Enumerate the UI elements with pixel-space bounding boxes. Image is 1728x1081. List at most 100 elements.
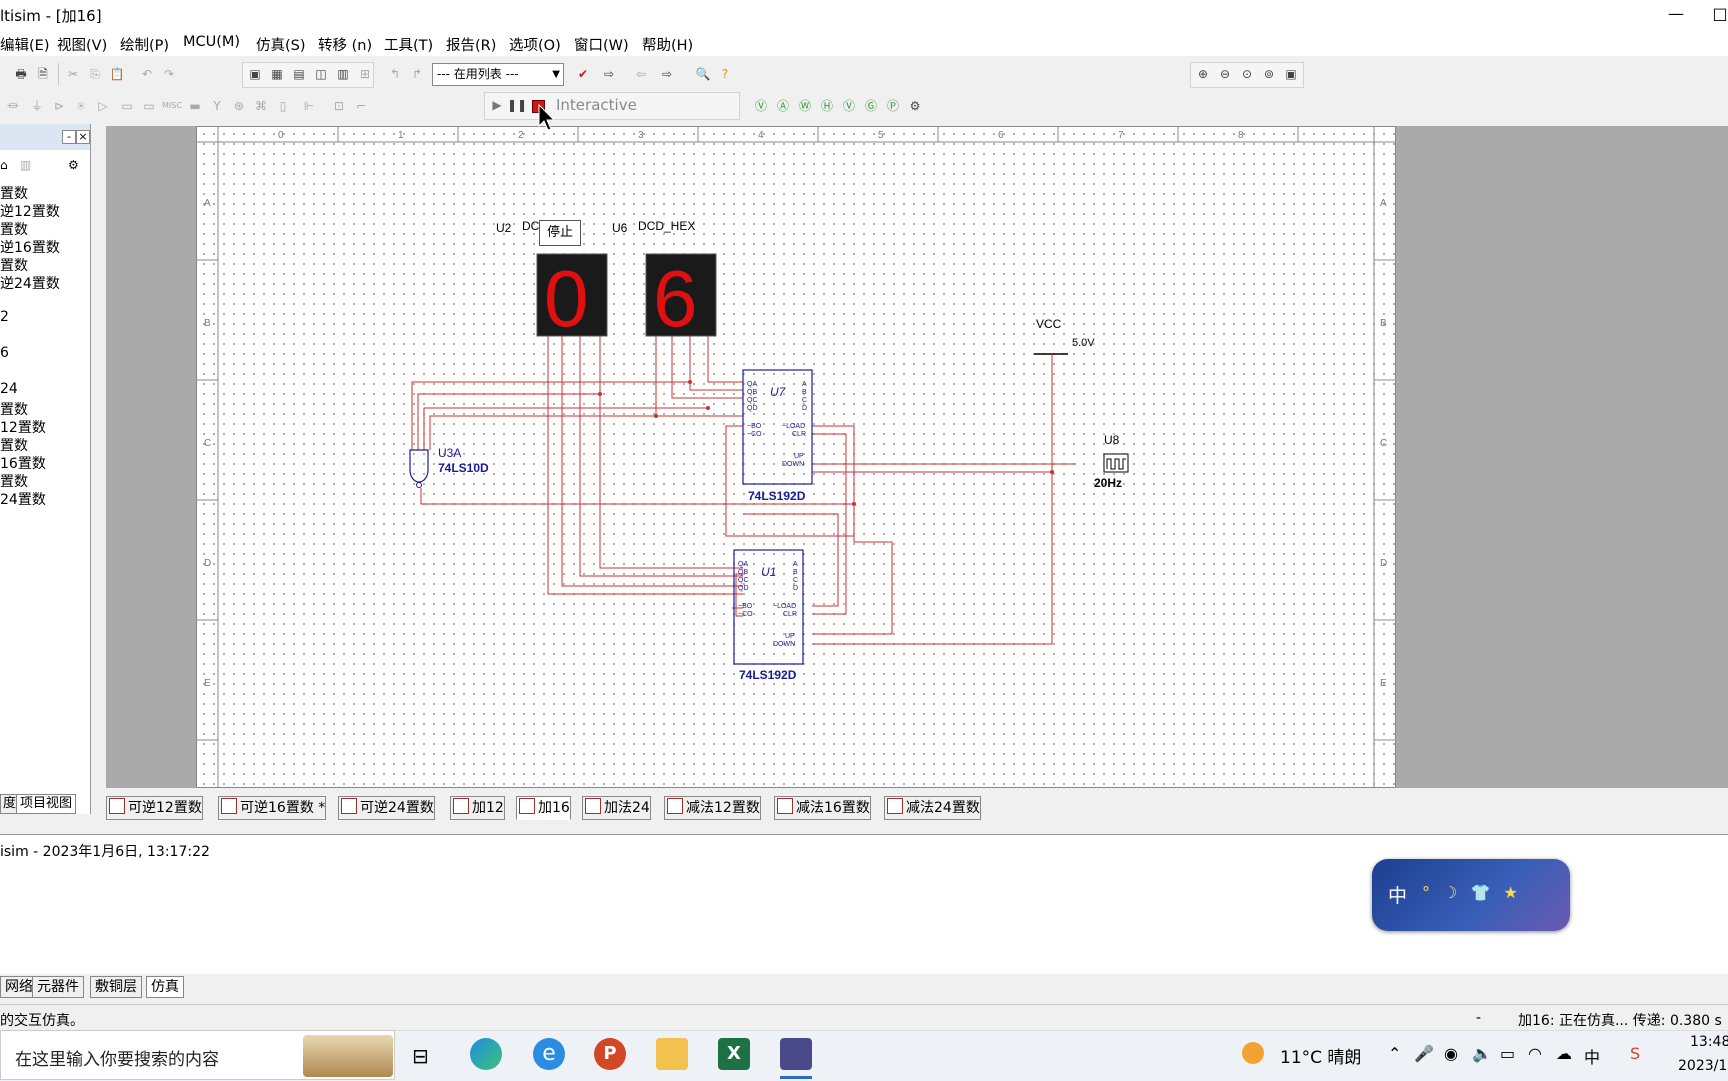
hierarchy-icon[interactable]: ⊞ [359, 67, 371, 81]
sheet-tab[interactable]: 减法16置数 [774, 796, 871, 820]
basic-icon[interactable]: ⏚ [30, 99, 43, 113]
tree-item[interactable]: 置数 [0, 222, 28, 238]
taskbar-search-box[interactable]: 在这里输入你要搜索的内容 [0, 1030, 395, 1080]
diode-icon[interactable]: ⊳ [53, 99, 65, 113]
back-annotate-icon[interactable]: ↰ [389, 67, 401, 81]
menu-place[interactable]: 绘制(P) [120, 38, 170, 54]
ie-browser-icon[interactable]: e [533, 1038, 565, 1070]
show-hidden-icons-icon[interactable]: ⌃ [1388, 1044, 1402, 1063]
menu-simulate[interactable]: 仿真(S) [256, 38, 306, 54]
pause-icon[interactable]: ❚❚ [507, 98, 528, 112]
tree-item[interactable]: 置数 [0, 258, 28, 274]
tree-item[interactable]: 逆16置数 [0, 240, 60, 256]
paste-icon[interactable]: 📋 [109, 67, 125, 81]
qq-icon[interactable]: ◉ [1444, 1044, 1458, 1063]
task-view-icon[interactable]: ⊟ [412, 1044, 429, 1068]
electromech-icon[interactable]: ⊛ [233, 99, 245, 113]
export-icon[interactable]: ⇦ [635, 67, 647, 81]
ime-chinese-mode[interactable]: 中 [1388, 885, 1408, 907]
menu-transfer[interactable]: 转移 (n) [318, 38, 373, 54]
restore-button[interactable]: □ [1712, 4, 1728, 23]
tree-item[interactable]: 6 [0, 345, 9, 361]
clock-time[interactable]: 13:48 [1690, 1034, 1728, 1050]
probe-icon[interactable]: Ⓦ [798, 99, 811, 113]
rf-icon[interactable]: Y [213, 99, 221, 113]
tree-item[interactable]: 置数 [0, 402, 28, 418]
database-icon[interactable]: ▥ [337, 67, 349, 81]
menu-options[interactable]: 选项(O) [509, 38, 561, 54]
tab-simulation[interactable]: 仿真 [146, 976, 184, 998]
indicator-icon[interactable]: ▬ [189, 99, 201, 113]
zoom-area-icon[interactable]: ⊙ [1241, 67, 1253, 81]
powerpoint-icon[interactable]: P [594, 1038, 626, 1070]
cut-icon[interactable]: ✂ [67, 67, 79, 81]
tab-copper-layers[interactable]: 敷铜层 [90, 976, 142, 998]
tree-item[interactable]: 24置数 [0, 492, 46, 508]
in-use-list-dropdown[interactable]: --- 在用列表 --- ▼ [432, 63, 564, 86]
print-preview-icon[interactable]: 🗎 [38, 67, 48, 81]
hb-icon[interactable]: ⊡ [333, 99, 345, 113]
u3a-nand-gate[interactable] [409, 449, 429, 483]
ime-indicator-icon[interactable]: 中 [1584, 1048, 1601, 1067]
interactive-label[interactable]: Interactive [556, 96, 637, 114]
transistor-icon[interactable]: ⍟ [77, 99, 85, 113]
sheet-tab[interactable]: 加12 [450, 796, 505, 820]
menu-mcu[interactable]: MCU(M) [183, 34, 241, 50]
sheet-tab[interactable]: 可逆24置数 [338, 796, 435, 820]
print-icon[interactable]: 🖶 [15, 67, 27, 81]
grid-view-icon[interactable]: ▦ [271, 67, 283, 81]
cloud-icon[interactable]: ☁ [1556, 1044, 1572, 1063]
grapher-icon[interactable]: ◫ [315, 67, 327, 81]
panel-minimize-icon[interactable]: - [62, 130, 76, 144]
spreadsheet-icon[interactable]: ▤ [293, 67, 305, 81]
full-screen-icon[interactable]: ▣ [1285, 67, 1297, 81]
zoom-out-icon[interactable]: ⊖ [1219, 67, 1231, 81]
source-icon[interactable]: ⏛ [6, 99, 19, 113]
menu-window[interactable]: 窗口(W) [574, 38, 629, 54]
tree-item[interactable]: 置数 [0, 438, 28, 454]
mcu-icon[interactable]: ⌘ [255, 99, 267, 113]
tree-item[interactable]: 24 [0, 381, 18, 397]
project-view-tab[interactable]: 项目视图 [16, 794, 77, 814]
edge-browser-icon[interactable] [470, 1038, 502, 1070]
probe2-icon[interactable]: Ⓗ [820, 99, 833, 113]
tree-item[interactable]: 12置数 [0, 420, 46, 436]
copy-icon[interactable]: ⎘ [90, 67, 100, 81]
bus-icon[interactable]: ⊩ [303, 99, 315, 113]
ladder-icon[interactable]: ▯ [279, 99, 287, 113]
undo-icon[interactable]: ↶ [141, 67, 153, 81]
network-icon[interactable]: ◠ [1528, 1044, 1542, 1063]
u2-display[interactable] [536, 253, 608, 337]
zoom-fit-icon[interactable]: ⊚ [1263, 67, 1275, 81]
menu-edit[interactable]: 编辑(E) [0, 38, 50, 54]
weather-text[interactable]: 11°C 晴朗 [1280, 1048, 1362, 1068]
tab-components[interactable]: 元器件 [32, 976, 84, 998]
sheet-tab[interactable]: 减法24置数 [884, 796, 981, 820]
erc-icon[interactable]: ✔ [577, 67, 589, 81]
probe3-icon[interactable]: Ⓥ [842, 99, 855, 113]
open-icon[interactable]: ⌂ [0, 158, 8, 172]
ammeter-icon[interactable]: Ⓐ [776, 99, 789, 113]
sheet-tab[interactable]: 可逆16置数 * [218, 796, 327, 820]
cmos-icon[interactable]: ▭ [143, 99, 155, 113]
transfer-icon[interactable]: ⇨ [603, 67, 615, 81]
sheet-tab[interactable]: 加法24 [582, 796, 651, 820]
u1-chip[interactable] [733, 549, 804, 665]
analog-icon[interactable]: ▷ [98, 99, 108, 113]
ime-toolbar-icons[interactable]: ° ☽ 👕 ★ [1422, 883, 1522, 902]
tree-item[interactable]: 逆24置数 [0, 276, 60, 292]
redo-icon[interactable]: ↷ [163, 67, 175, 81]
clock-date[interactable]: 2023/1 [1678, 1058, 1728, 1074]
sheet-tab[interactable]: 减法12置数 [664, 796, 761, 820]
wire-icon[interactable]: ⌐ [355, 99, 367, 113]
zoom-in-icon[interactable]: ⊕ [1197, 67, 1209, 81]
u8-clock-source[interactable] [1103, 453, 1129, 473]
tree-item[interactable]: 置数 [0, 474, 28, 490]
sheet-tab[interactable]: 可逆12置数 [106, 796, 203, 820]
menu-view[interactable]: 视图(V) [57, 38, 108, 54]
microphone-icon[interactable]: 🎤 [1414, 1044, 1434, 1063]
ultiboard-icon[interactable]: ⇨ [661, 67, 673, 81]
sheet-tab-active[interactable]: 加16 [516, 796, 571, 820]
help-icon[interactable]: ? [721, 67, 729, 81]
menu-tools[interactable]: 工具(T) [384, 38, 434, 54]
